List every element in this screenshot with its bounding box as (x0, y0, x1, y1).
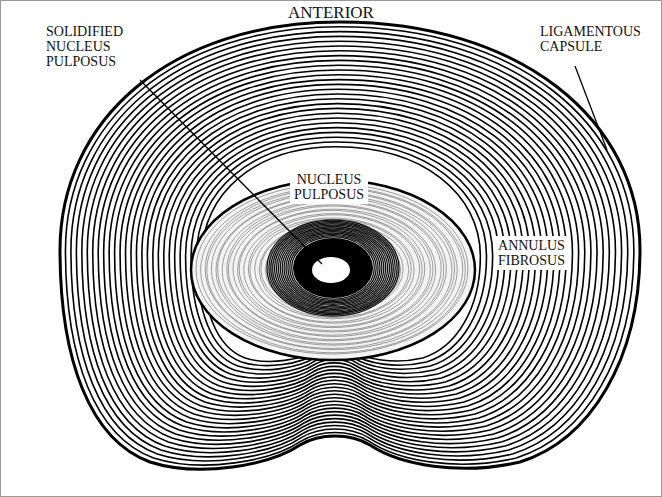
annulus-ring (158, 108, 529, 394)
annulus-ring (169, 118, 517, 386)
dark-fibre (282, 230, 384, 305)
annulus-ring (191, 137, 493, 370)
part-label: NUCLEUS PULPOSUS (290, 170, 368, 204)
annulus-ring (115, 70, 579, 428)
dark-fibre (284, 232, 382, 305)
annulus-ring (175, 123, 511, 382)
nucleus-fibre (233, 206, 433, 332)
nucleus-fibre (248, 215, 419, 323)
annulus-ring (120, 75, 572, 424)
annulus-ring (98, 56, 597, 441)
annulus-ring (180, 128, 505, 378)
nucleus-fibre (196, 184, 468, 354)
nucleus-fibre (255, 219, 412, 319)
dark-zone (267, 220, 399, 316)
dark-fibre (269, 221, 397, 314)
dark-fibre (280, 229, 385, 307)
dark-fibre (286, 233, 380, 303)
nucleus-fibre (205, 188, 463, 349)
leader-line (575, 66, 607, 150)
annulus-ring (93, 51, 603, 445)
nucleus-fibres (196, 184, 468, 354)
annulus-ring (142, 94, 548, 407)
nucleus-region (191, 180, 475, 360)
solidified-center (312, 257, 350, 283)
dark-fibre (273, 224, 394, 312)
nucleus-fibre (216, 196, 452, 344)
dark-fibre (288, 234, 378, 301)
part-label: SOLIDIFIED NUCLEUS PULPOSUS (46, 24, 123, 69)
nucleus-fibre (201, 187, 466, 353)
dark-fibre (277, 227, 390, 310)
nucleus-fibre (227, 202, 441, 337)
annulus-ring (186, 132, 499, 373)
annulus-ring (104, 60, 591, 436)
annulus-ring (136, 89, 554, 411)
annulus-ring (76, 36, 621, 456)
part-label: ANNULUS FIBROSUS (494, 236, 569, 270)
nucleus-fibre (244, 214, 422, 327)
nucleus-fibre (218, 197, 447, 341)
nucleus-fibre (239, 210, 425, 327)
dark-fibre (275, 225, 392, 311)
annulus-ring (147, 99, 541, 403)
annulus-ring (71, 32, 628, 461)
nucleus-fibre (259, 222, 409, 317)
annulus-ring (87, 46, 609, 448)
ligamentous-capsule-outline (60, 22, 640, 469)
nucleus-fibre (211, 193, 454, 345)
orientation-label: ANTERIOR (288, 4, 374, 22)
nucleus-fibre (207, 192, 457, 349)
part-label: LIGAMENTOUS CAPSULE (540, 24, 641, 54)
nucleus-fibre (250, 218, 414, 322)
nucleus-fibre (222, 200, 444, 339)
annulus-ring (82, 41, 616, 452)
annulus-rings (65, 27, 633, 465)
dark-fibre (271, 223, 395, 314)
annulus-ring (164, 113, 524, 390)
annulus-ring (153, 104, 536, 399)
annulus-ring (65, 27, 633, 465)
annulus-ring (109, 65, 585, 432)
dark-fibre (278, 228, 387, 308)
nucleus-fibre (238, 209, 431, 331)
dark-fibre (267, 220, 399, 316)
nucleus-fibre (228, 205, 435, 335)
